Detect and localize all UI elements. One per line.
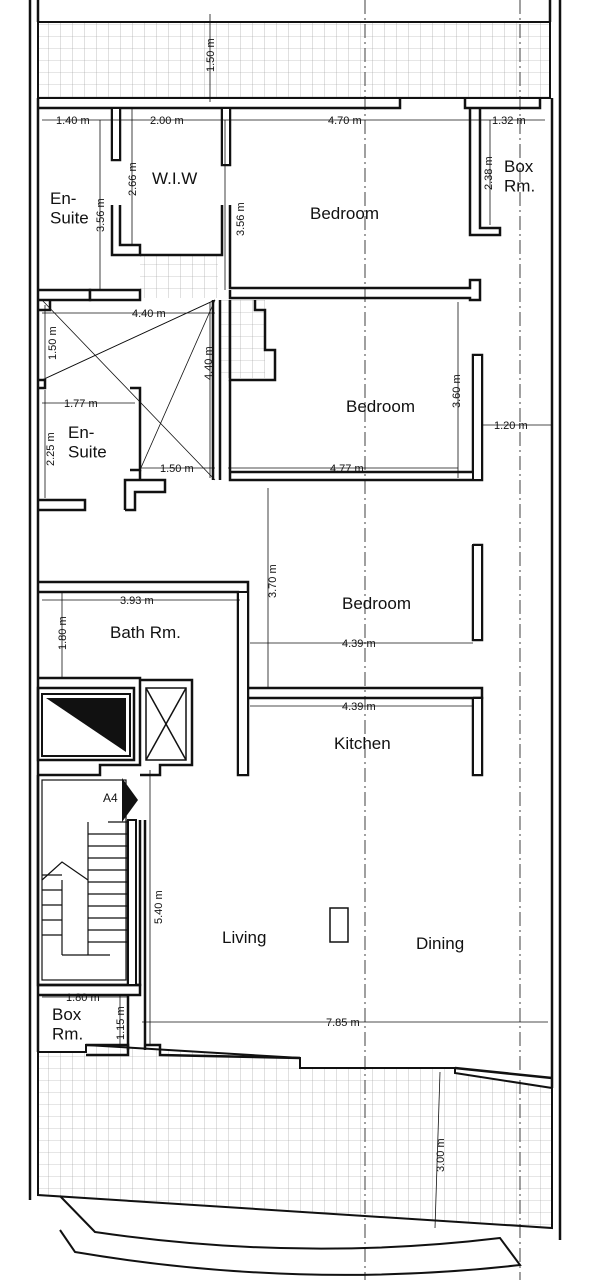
room-label-line: Suite <box>50 209 89 228</box>
section-marker: A4 <box>103 778 138 822</box>
dim-label: 1.15 m <box>115 1006 127 1040</box>
room-label-line: En- <box>68 423 94 442</box>
walls <box>28 0 562 1240</box>
room-living-label: Living <box>222 928 266 947</box>
dim-label: 2.00 m <box>150 115 184 127</box>
room-dining-label: Dining <box>416 934 464 953</box>
dimension-lines <box>42 14 552 1229</box>
room-label-line: Kitchen <box>334 734 391 753</box>
dim-label: 2.38 m <box>483 156 495 190</box>
room-label-line: Living <box>222 928 266 947</box>
room-label-line: Box <box>52 1005 82 1024</box>
dim-label: 1.80 m <box>57 616 69 650</box>
room-label-line: Bedroom <box>342 594 411 613</box>
room-label-line: W.I.W <box>152 169 197 188</box>
dim-label: 3.70 m <box>267 564 279 598</box>
dim-label: 5.40 m <box>153 890 165 924</box>
dim-label: 4.40 m <box>203 346 215 380</box>
room-label-line: Box <box>504 157 534 176</box>
dim-label: 4.40 m <box>132 308 166 320</box>
axis-lines <box>364 0 521 1280</box>
room-ensuite-1-label: En-Suite <box>50 189 89 228</box>
dim-label: 7.85 m <box>326 1017 360 1029</box>
room-label-line: Bedroom <box>310 204 379 223</box>
dim-label: 1.32 m <box>492 115 526 127</box>
room-wiw-label: W.I.W <box>152 169 197 188</box>
dim-label: 1.40 m <box>56 115 90 127</box>
dim-label: 3.56 m <box>235 202 247 236</box>
room-bedroom-1-label: Bedroom <box>310 204 379 223</box>
dimension-labels: 1.50 m 1.40 m 2.00 m 4.70 m 1.32 m 3.56 … <box>45 38 528 1172</box>
dim-label: 3.00 m <box>435 1138 447 1172</box>
dim-label: 1.50 m <box>205 38 217 72</box>
staircase <box>41 779 128 981</box>
room-label-line: Bath Rm. <box>110 623 181 642</box>
dim-label: 4.39 m <box>342 701 376 713</box>
room-bedroom-3-label: Bedroom <box>342 594 411 613</box>
room-bath-rm-label: Bath Rm. <box>110 623 181 642</box>
dim-label: 3.93 m <box>120 595 154 607</box>
dim-label: 4.70 m <box>328 115 362 127</box>
service-duct <box>145 687 187 761</box>
room-label-line: Rm. <box>52 1025 83 1044</box>
room-bedroom-2-label: Bedroom <box>346 397 415 416</box>
dim-label: 1.80 m <box>66 992 100 1004</box>
dim-label: 4.77 m <box>330 463 364 475</box>
room-ensuite-2-label: En-Suite <box>68 423 107 462</box>
dim-label: 1.77 m <box>64 398 98 410</box>
room-kitchen-label: Kitchen <box>334 734 391 753</box>
terrace-bottom <box>37 1043 553 1230</box>
dim-label: 4.39 m <box>342 638 376 650</box>
dim-label: 3.56 m <box>95 198 107 232</box>
balcony-curve <box>59 1195 522 1276</box>
dim-label: 3.60 m <box>451 374 463 408</box>
section-marker-label: A4 <box>103 791 118 805</box>
room-label-line: Bedroom <box>346 397 415 416</box>
room-label-line: Rm. <box>504 177 535 196</box>
terrace-top <box>37 21 551 99</box>
dim-label: 1.50 m <box>47 326 59 360</box>
tile-zone-ensuite <box>140 256 265 378</box>
wall-blocks <box>111 107 483 986</box>
lift-shaft <box>41 693 131 757</box>
column <box>329 907 349 943</box>
room-label-line: Dining <box>416 934 464 953</box>
dim-label: 2.25 m <box>45 432 57 466</box>
room-label-line: Suite <box>68 443 107 462</box>
room-label-line: En- <box>50 189 76 208</box>
dim-label: 1.50 m <box>160 463 194 475</box>
dim-label: 2.66 m <box>127 162 139 196</box>
dim-label: 1.20 m <box>494 420 528 432</box>
